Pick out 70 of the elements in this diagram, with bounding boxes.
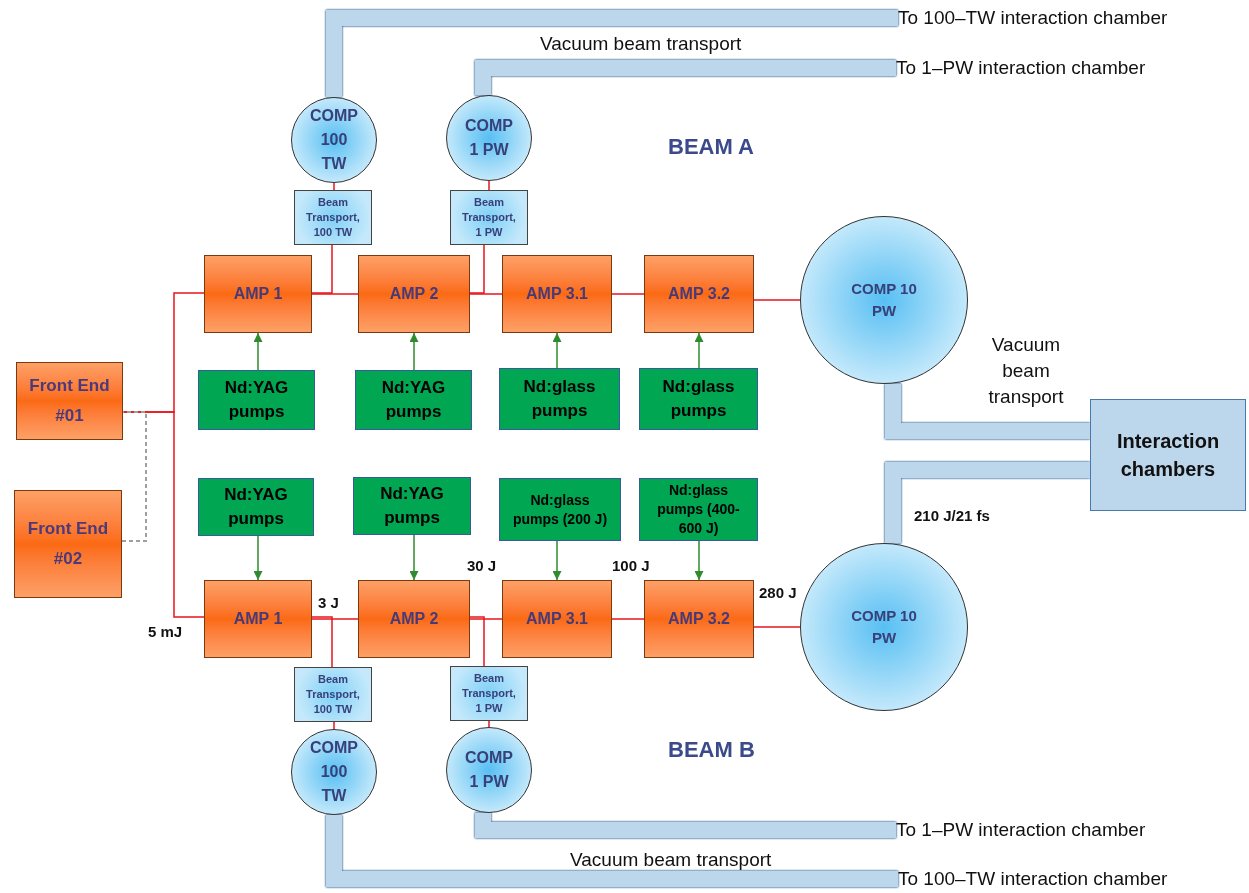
vacuum-pipe (326, 10, 898, 97)
beam-line (121, 411, 147, 542)
pump-box: Nd:glass pumps (499, 368, 620, 430)
amplifier-box: AMP 3.1 (502, 255, 612, 333)
transport-label: Vacuum beam transport (570, 848, 772, 872)
beam-transport-box: Beam Transport, 100 TW (294, 190, 372, 245)
transport-label: Vacuum beam transport (540, 32, 742, 56)
pump-box: Nd:glass pumps (639, 368, 758, 430)
pump-box: Nd:glass pumps (400-600 J) (639, 478, 758, 541)
beam-line (488, 720, 490, 728)
destination-label: To 1–PW interaction chamber (896, 55, 1241, 81)
transport-label: Vacuum beam transport (987, 333, 1065, 409)
vacuum-pipe (475, 60, 896, 96)
front-end-box: Front End #02 (14, 490, 122, 598)
arrow (552, 332, 562, 369)
beam-label: BEAM A (668, 133, 754, 161)
front-end-box: Front End #01 (16, 362, 123, 440)
pump-box: Nd:glass pumps (200 J) (499, 478, 621, 541)
amplifier-box: AMP 3.1 (502, 580, 612, 658)
arrow (253, 332, 263, 371)
energy-label: 280 J (759, 583, 797, 603)
amplifier-box: AMP 1 (204, 255, 312, 333)
amplifier-box: AMP 2 (358, 580, 470, 658)
pump-box: Nd:YAG pumps (198, 370, 315, 430)
beam-line (753, 299, 801, 301)
beam-line (469, 616, 485, 667)
beam-transport-box: Beam Transport, 1 PW (450, 190, 528, 245)
beam-line (122, 411, 205, 618)
beam-transport-box: Beam Transport, 1 PW (450, 666, 528, 721)
amplifier-box: AMP 3.2 (644, 255, 754, 333)
energy-label: 210 J/21 fs (914, 506, 990, 526)
energy-label: 100 J (612, 556, 650, 576)
destination-label: To 100–TW interaction chamber (898, 866, 1243, 892)
beam-line (469, 244, 485, 294)
arrow (253, 535, 263, 581)
amplifier-box: AMP 1 (204, 580, 312, 658)
beam-line (311, 618, 359, 620)
beam-line (611, 293, 645, 295)
arrow (694, 332, 704, 369)
vacuum-pipe (885, 462, 1090, 544)
beam-line (469, 618, 503, 620)
vacuum-pipe (885, 383, 1090, 439)
amplifier-box: AMP 2 (358, 255, 470, 333)
beam-line (311, 616, 333, 668)
beam-line (333, 721, 335, 730)
beam-line (469, 293, 503, 295)
energy-label: 3 J (318, 593, 339, 613)
beam-line (333, 182, 335, 191)
pump-box: Nd:YAG pumps (353, 477, 471, 535)
destination-label: To 1–PW interaction chamber (896, 817, 1241, 843)
vacuum-pipe (475, 812, 896, 838)
arrow (552, 540, 562, 581)
beam-line (611, 618, 645, 620)
destination-label: To 100–TW interaction chamber (898, 5, 1243, 31)
beam-line (753, 626, 801, 628)
beam-line (311, 293, 359, 295)
beam-transport-box: Beam Transport, 100 TW (294, 667, 372, 722)
beam-label: BEAM B (668, 736, 755, 764)
interaction-chamber-box: Interaction chambers (1090, 399, 1246, 511)
vacuum-pipe (326, 815, 898, 887)
beam-line (311, 244, 333, 294)
pump-box: Nd:YAG pumps (198, 478, 314, 536)
arrow (694, 540, 704, 581)
arrow (409, 534, 419, 581)
energy-label: 30 J (467, 556, 497, 576)
pump-box: Nd:YAG pumps (355, 370, 472, 430)
arrow (409, 332, 419, 371)
amplifier-box: AMP 3.2 (644, 580, 754, 658)
energy-label: 5 mJ (148, 622, 183, 642)
beam-line (488, 180, 490, 191)
